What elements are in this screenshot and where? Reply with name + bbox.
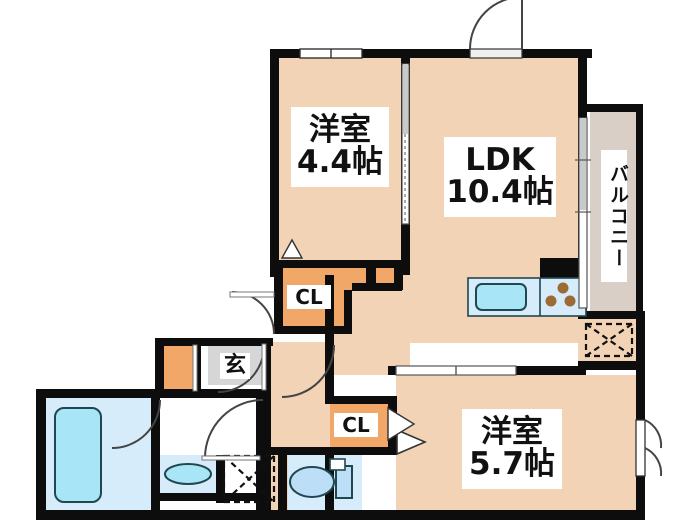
toilet-bowl-icon — [289, 466, 335, 498]
door-bathroom — [204, 399, 264, 459]
door-closet-lower — [387, 406, 416, 442]
closet-upper-label: CL — [287, 285, 331, 309]
room-label-57-size: 5.7帖 — [469, 446, 555, 482]
room-label-ldk: LDK 10.4帖 — [444, 137, 556, 217]
wall-closetU-right — [344, 290, 352, 334]
wall-entrance-west — [155, 338, 164, 398]
wall-ldk-lower-west — [325, 275, 334, 343]
bathtub-icon — [54, 407, 102, 503]
room-label-44-size: 4.4帖 — [297, 144, 383, 180]
window-room57-east — [635, 419, 646, 477]
closet-lower-label: CL — [334, 413, 378, 437]
room-label-ldk-size: 10.4帖 — [446, 174, 554, 210]
entrance-label: 玄 — [220, 353, 250, 379]
wall-bath-east — [151, 398, 160, 510]
stove-burner-icon — [557, 282, 569, 294]
entrance-door-ldk-north — [469, 48, 523, 59]
wall-toilet-top — [265, 447, 365, 455]
door-closet-upper — [231, 291, 275, 335]
wall-room44-west — [270, 49, 279, 277]
wall-bath-top — [36, 389, 266, 398]
toilet-lid-icon — [329, 458, 346, 471]
wall-east-lower — [636, 311, 645, 516]
door-bath-inner — [111, 399, 161, 449]
wall-washbasin-bottom — [160, 493, 264, 501]
wall-closetU-notch1 — [366, 268, 376, 290]
room-label-57: 洋室 5.7帖 — [462, 409, 562, 489]
fixtures — [54, 277, 634, 504]
room-label-ldk-name: LDK — [465, 142, 535, 179]
wall-balcony-bottom — [578, 311, 643, 319]
wall-balcony-east — [636, 104, 643, 319]
wall-west-lower — [36, 398, 46, 516]
wall-toilet-west — [278, 450, 287, 510]
door-swing-arc — [469, 0, 523, 50]
wall-kitchen-back — [540, 258, 586, 278]
wall-hall-west — [262, 338, 271, 510]
wall-closetU-mid — [352, 283, 402, 291]
openings — [111, 0, 663, 477]
wall-closetU-left — [274, 260, 283, 334]
shutter-leaf-icon — [644, 419, 663, 449]
balcony-label: バルコニー — [601, 150, 629, 282]
wall-washroom-east — [256, 398, 265, 510]
closet-side-fill — [163, 345, 193, 389]
wall-hall-bottom-stub — [216, 455, 225, 503]
wall-closetU-bottom — [274, 326, 352, 334]
wall-entrance-top — [155, 338, 273, 346]
washbasin-icon — [164, 463, 212, 485]
wall-south — [36, 510, 645, 520]
closet-upper-hatch — [280, 238, 304, 259]
room-label-57-name: 洋室 — [481, 414, 543, 451]
wall-hall-east — [325, 342, 334, 402]
door-hall-ldk — [281, 344, 335, 398]
meter-box-icon — [584, 322, 634, 358]
wall-balcony-top — [587, 104, 643, 112]
stove-burner-icon — [545, 295, 557, 307]
room-label-44-name: 洋室 — [309, 112, 371, 149]
shutter-leaf-icon — [644, 447, 663, 477]
wall-closetU-notch2 — [394, 268, 403, 290]
door-side-closet — [192, 344, 198, 392]
wall-north — [270, 49, 592, 58]
wall-closetU-top — [274, 260, 402, 268]
kitchen-sink-icon — [475, 283, 527, 311]
stove-burner-icon — [564, 295, 576, 307]
wall-meterbox-bottom — [578, 361, 645, 370]
room-label-44: 洋室 4.4帖 — [291, 107, 389, 187]
door-room57-hall — [396, 428, 428, 456]
wall-closet-lower-top — [325, 396, 397, 404]
